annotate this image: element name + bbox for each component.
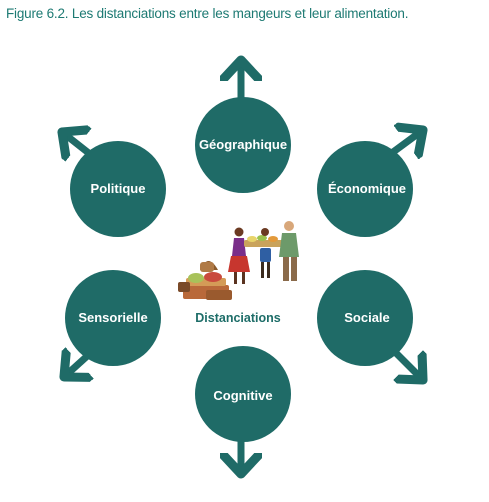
node-circle bbox=[195, 346, 291, 442]
node-geographique: Géographique bbox=[195, 97, 291, 193]
figure-caption: Figure 6.2. Les distanciations entre les… bbox=[6, 6, 409, 21]
node-label: Économique bbox=[328, 181, 406, 196]
people-with-food-baskets-illustration bbox=[178, 221, 299, 300]
node-label: Cognitive bbox=[213, 388, 272, 403]
node-circle bbox=[317, 270, 413, 366]
center-label: Distanciations bbox=[195, 311, 280, 325]
node-label: Géographique bbox=[199, 137, 287, 152]
node-cognitive: Cognitive bbox=[195, 346, 291, 442]
node-label: Sociale bbox=[344, 310, 390, 325]
node-circle bbox=[195, 97, 291, 193]
node-label: Sensorielle bbox=[78, 310, 147, 325]
arrows bbox=[62, 60, 423, 474]
node-circle bbox=[317, 141, 413, 237]
node-circle bbox=[70, 141, 166, 237]
node-label: Politique bbox=[91, 181, 146, 196]
node-sensorielle: Sensorielle bbox=[65, 270, 161, 366]
node-sociale: Sociale bbox=[317, 270, 413, 366]
node-economique: Économique bbox=[317, 141, 413, 237]
node-politique: Politique bbox=[70, 141, 166, 237]
node-circle bbox=[65, 270, 161, 366]
